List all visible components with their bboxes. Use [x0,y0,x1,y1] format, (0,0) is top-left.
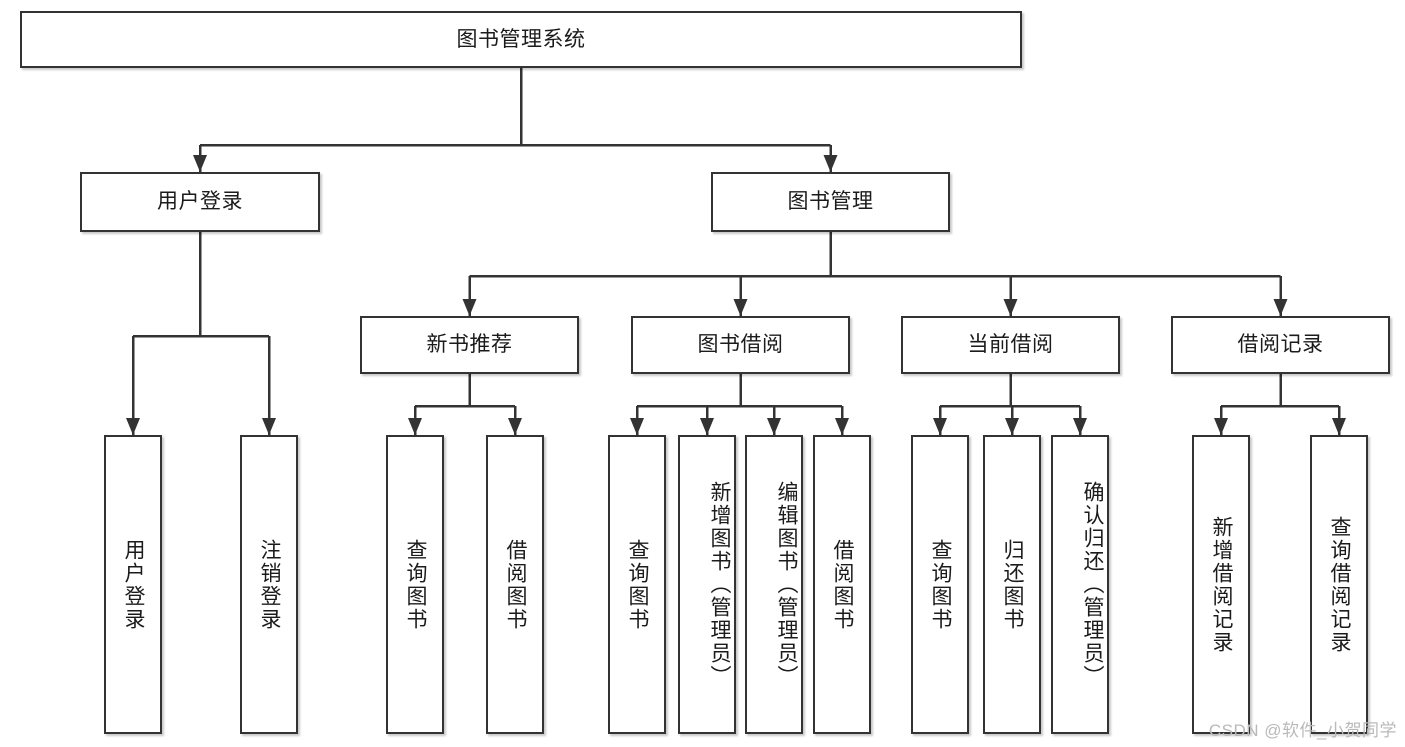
node-label: 归还图书 [1001,538,1024,631]
arrowhead-borrow-record [1273,299,1288,316]
node-label: 借阅记录 [1237,333,1324,357]
node-leaf-add-record[interactable]: 新增借阅记录 [1192,435,1250,734]
arrowhead-leaf-add-record [1214,418,1228,435]
arrowhead-leaf-query-book-2 [630,418,644,435]
arrowhead-leaf-query-record [1332,418,1346,435]
node-label: 新增借阅记录 [1210,515,1233,654]
node-leaf-borrow-book-2[interactable]: 借阅图书 [813,435,871,734]
node-leaf-edit-book[interactable]: 编辑图书（管理员） [745,435,803,734]
node-label: 图书借阅 [697,333,784,357]
node-label: 查询图书 [626,538,649,631]
node-book-manage[interactable]: 图书管理 [711,172,950,232]
arrowhead-user-login [193,155,207,172]
node-leaf-confirm-return[interactable]: 确认归还（管理员） [1051,435,1109,734]
arrowhead-leaf-query-book-1 [408,418,422,435]
arrowhead-book-borrow [733,299,748,316]
arrowhead-new-book-rec [462,299,477,316]
arrowhead-leaf-return-book [1005,418,1019,435]
node-label: 借阅图书 [504,538,527,631]
node-borrow-record[interactable]: 借阅记录 [1171,316,1390,374]
node-leaf-user-logout[interactable]: 注销登录 [240,435,298,734]
node-current-borrow[interactable]: 当前借阅 [901,316,1120,374]
node-leaf-borrow-book-1[interactable]: 借阅图书 [486,435,544,734]
arrowhead-leaf-add-book [700,418,714,435]
node-leaf-query-record[interactable]: 查询借阅记录 [1310,435,1368,734]
node-label: 编辑图书（管理员） [775,481,798,688]
node-leaf-query-book-3[interactable]: 查询图书 [911,435,969,734]
node-label: 确认归还（管理员） [1081,481,1104,688]
arrowhead-leaf-query-book-3 [933,418,947,435]
node-label: 查询借阅记录 [1328,515,1351,654]
node-label: 图书管理系统 [456,27,586,51]
node-label: 查询图书 [404,538,427,631]
arrowhead-leaf-user-login [126,418,140,435]
node-label: 新增图书（管理员） [708,481,731,688]
node-label: 借阅图书 [831,538,854,631]
node-label: 注销登录 [258,538,281,631]
node-label: 用户登录 [122,538,145,631]
node-label: 图书管理 [787,190,874,214]
arrowhead-leaf-edit-book [767,418,781,435]
node-label: 用户登录 [157,190,243,214]
arrowhead-leaf-borrow-book-1 [508,418,522,435]
node-new-book-rec[interactable]: 新书推荐 [360,316,579,374]
arrowhead-current-borrow [1003,299,1018,316]
node-label: 新书推荐 [426,333,513,357]
node-leaf-query-book-1[interactable]: 查询图书 [386,435,444,734]
arrowhead-book-manage [823,155,838,172]
node-label: 当前借阅 [967,333,1054,357]
node-leaf-return-book[interactable]: 归还图书 [983,435,1041,734]
arrowhead-leaf-borrow-book-2 [835,418,849,435]
arrowhead-leaf-user-logout [262,418,276,435]
node-user-login[interactable]: 用户登录 [80,172,320,232]
node-leaf-add-book[interactable]: 新增图书（管理员） [678,435,736,734]
node-label: 查询图书 [929,538,952,631]
node-book-borrow[interactable]: 图书借阅 [631,316,850,374]
node-root[interactable]: 图书管理系统 [20,11,1022,68]
arrowhead-leaf-confirm-return [1073,418,1087,435]
node-leaf-user-login[interactable]: 用户登录 [104,435,162,734]
node-leaf-query-book-2[interactable]: 查询图书 [608,435,666,734]
